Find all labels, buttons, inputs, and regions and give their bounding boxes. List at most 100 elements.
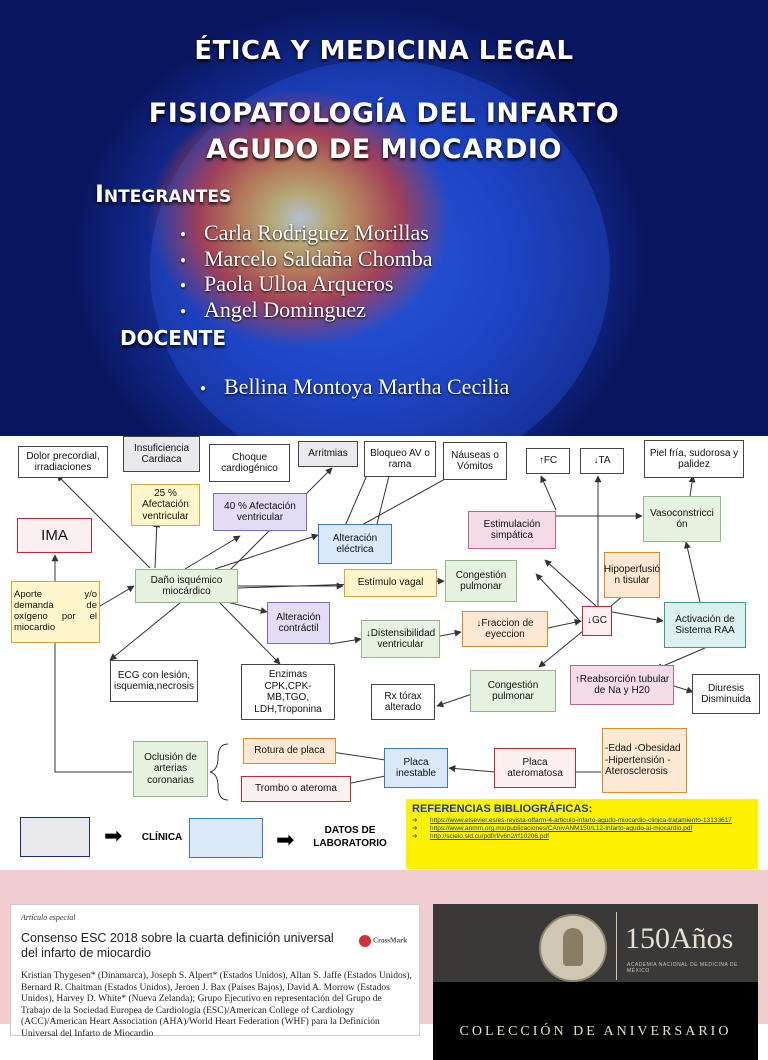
node-vasoconstriccion: Vasoconstricci ón: [643, 496, 721, 542]
node-insuficiencia: Insuficiencia Cardiaca: [123, 436, 200, 472]
node-congestion-2: Congestión pulmonar: [470, 670, 556, 712]
article-preview: Artículo especial Consenso ESC 2018 sobr…: [10, 904, 420, 1039]
edge-line: [99, 585, 135, 607]
topic-title-line2: AGUDO DE MIOCARDIO: [206, 134, 562, 165]
node-ta: ↓TA: [580, 448, 624, 474]
edge-line: [547, 618, 582, 629]
member-item: Paola Ulloa Arqueros: [180, 271, 433, 297]
node-dano: Daño isquémico miocárdico: [135, 569, 238, 603]
node-piel: Piel fría, sudorosa y palidez: [644, 440, 744, 478]
book-cover: 150Años ACADEMIA NACIONAL DE MEDICINA DE…: [433, 904, 758, 1060]
node-gc: ↓GC: [582, 606, 612, 636]
legend-clinica-label: CLÍNICA: [141, 832, 183, 843]
node-enzimas: Enzimas CPK,CPK-MB,TGO, LDH,Troponina: [241, 664, 335, 720]
brace: [209, 743, 229, 801]
node-congestion-1: Congestión pulmonar: [445, 560, 517, 602]
edge-line: [448, 765, 496, 773]
concept-map: Dolor precordial, irradiaciones Insufici…: [0, 436, 768, 870]
node-aporte: Aporte y/o demanda de oxígeno por el mio…: [11, 581, 100, 643]
edge-line: [153, 520, 161, 569]
reference-link[interactable]: https://www.elsevier.es/es-revista-offar…: [412, 817, 752, 825]
reference-link[interactable]: https://www.anmm.org.mx/publicaciones/CA…: [412, 825, 752, 833]
book-band: [433, 982, 758, 1060]
teacher-heading: DOCENTE: [120, 326, 226, 350]
edge-line: [684, 541, 701, 603]
node-rotura: Rotura de placa: [243, 738, 336, 764]
node-alteracion-contractil: Alteración contráctil: [267, 602, 330, 644]
edge-line: [109, 602, 181, 661]
node-distensibilidad: ↓Distensibilidad ventricular: [361, 620, 440, 658]
edge-line: [56, 474, 151, 569]
topic-title-line1: FISIOPATOLOGÍA DEL INFARTO: [148, 98, 620, 129]
article-tag: Artículo especial: [21, 913, 76, 922]
node-diuresis: Diuresis Disminuida: [692, 674, 760, 714]
legend-laboratorio-label: DATOS DE LABORATORIO: [313, 825, 387, 849]
crossmark-logo: CrossMark: [359, 935, 407, 947]
edge-line: [439, 629, 462, 637]
arrow-right-icon: ➡: [276, 827, 295, 852]
node-nauseas: Náuseas o Vómitos: [443, 442, 507, 480]
book-years: 150Años: [625, 922, 734, 955]
edge-line: [184, 535, 241, 570]
edge-line: [344, 467, 371, 527]
node-bloqueo: Bloqueo AV o rama: [364, 441, 436, 477]
node-reabsorcion: ↑Reabsorción tubular de Na y H20: [570, 665, 674, 705]
member-item: Marcelo Saldaña Chomba: [180, 246, 433, 272]
node-oclusion: Oclusión de arterias coronarias: [133, 741, 208, 797]
node-fc: ↑FC: [526, 448, 570, 474]
node-alteracion-electrica: Alteración eléctrica: [318, 524, 392, 564]
edge-line: [688, 475, 696, 497]
references-title: REFERENCIAS BIBLIOGRÁFICAS:: [412, 803, 593, 815]
node-rx: Rx tórax alterado: [371, 684, 435, 720]
node-afect25: 25 % Afectación ventricular: [131, 484, 200, 526]
reference-link[interactable]: http://scielo.sld.cu/pdf/rf/v6n2/rf10206…: [412, 833, 752, 841]
references-box: REFERENCIAS BIBLIOGRÁFICAS: https://www.…: [406, 799, 758, 869]
edge-line: [219, 602, 281, 665]
course-title: ÉTICA Y MEDICINA LEGAL: [194, 36, 574, 66]
book-academy: ACADEMIA NACIONAL DE MEDICINA DE MÉXICO: [627, 962, 738, 974]
arrow-right-icon: ➡: [104, 823, 123, 848]
node-estim-vagal: Estímulo vagal: [344, 569, 437, 597]
edge-line: [54, 756, 132, 773]
node-afect40: 40 % Afectación ventricular: [213, 493, 307, 531]
article-authors: Kristian Thygesen* (Dinamarca), Joseph S…: [21, 971, 412, 1039]
node-hipoperfusion: Hipoperfusió n tisular: [604, 552, 660, 598]
node-dolor: Dolor precordial, irradiaciones: [18, 446, 108, 478]
node-fraccion: ↓Fraccion de eyeccion: [462, 611, 548, 647]
teacher-list: Bellina Montoya Martha Cecilia: [200, 374, 509, 400]
node-ecg: ECG con lesión, isquemia,necrosis: [110, 660, 198, 702]
edge-line: [538, 630, 584, 668]
node-trombo: Trombo o ateroma: [241, 776, 351, 802]
node-estim-simpatica: Estimulación simpática: [468, 511, 556, 549]
node-choque: Choque cardiogénico: [209, 444, 290, 482]
legend-clinica-swatch: [20, 817, 90, 857]
member-item: Carla Rodriguez Morillas: [180, 220, 433, 246]
node-ima: IMA: [17, 518, 92, 553]
edge-line: [611, 611, 664, 624]
article-title: Consenso ESC 2018 sobre la cuarta defini…: [21, 931, 334, 960]
hero-banner: ÉTICA Y MEDICINA LEGAL FISIOPATOLOGÍA DE…: [0, 0, 768, 436]
edge-line: [374, 467, 393, 533]
edge-line: [214, 533, 319, 570]
academy-seal-icon: [539, 914, 607, 982]
book-collection: COLECCIÓN DE ANIVERSARIO: [459, 1024, 732, 1039]
node-placa-ateromatosa: Placa ateromatosa: [494, 748, 576, 788]
edge-line: [673, 685, 694, 694]
references-list: https://www.elsevier.es/es-revista-offar…: [412, 817, 752, 841]
divider: [616, 912, 617, 980]
edge-line: [535, 573, 582, 623]
member-item: Angel Dominguez: [180, 297, 433, 323]
edge-line: [540, 475, 557, 511]
legend-laboratorio-swatch: [189, 818, 263, 858]
members-heading: Integrantes: [95, 180, 232, 208]
edge-line: [329, 636, 362, 645]
node-placa-inestable: Placa inestable: [384, 748, 448, 788]
node-arritmias: Arritmias: [298, 441, 358, 467]
node-factores-riesgo: -Edad -Obesidad -Hipertensión -Ateroscle…: [602, 728, 687, 793]
node-activacion-raa: Activación de Sistema RAA: [664, 602, 746, 648]
edge-line: [544, 559, 597, 607]
members-list: Carla Rodriguez Morillas Marcelo Saldaña…: [180, 220, 433, 322]
edge-line: [436, 693, 473, 708]
bottom-panel: Artículo especial Consenso ESC 2018 sobr…: [0, 870, 768, 1060]
teacher-name: Bellina Montoya Martha Cecilia: [200, 374, 509, 400]
